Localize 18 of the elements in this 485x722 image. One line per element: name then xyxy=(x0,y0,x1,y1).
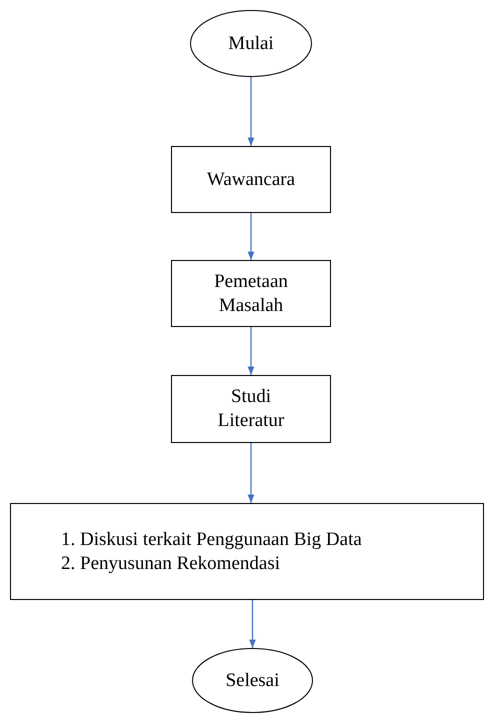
arrow xyxy=(249,600,256,648)
arrow xyxy=(248,443,254,503)
terminal-ellipse xyxy=(190,10,312,77)
node-label: Pemetaan Masalah xyxy=(213,270,289,318)
node-label: Studi Literatur xyxy=(216,385,286,433)
process-box xyxy=(171,146,331,213)
node-label: Mulai xyxy=(228,32,274,56)
process-box xyxy=(171,260,331,327)
arrow xyxy=(248,77,254,146)
process-box xyxy=(10,503,484,600)
arrow xyxy=(248,327,254,375)
node-label: Wawancara xyxy=(206,168,296,192)
process-box xyxy=(171,375,331,443)
list-item: 2. Penyusunan Rekomendasi xyxy=(61,552,280,576)
arrow xyxy=(248,213,254,260)
list-item: 1. Diskusi terkait Penggunaan Big Data xyxy=(61,528,362,552)
terminal-ellipse xyxy=(192,648,313,713)
node-label: Selesai xyxy=(226,668,280,692)
